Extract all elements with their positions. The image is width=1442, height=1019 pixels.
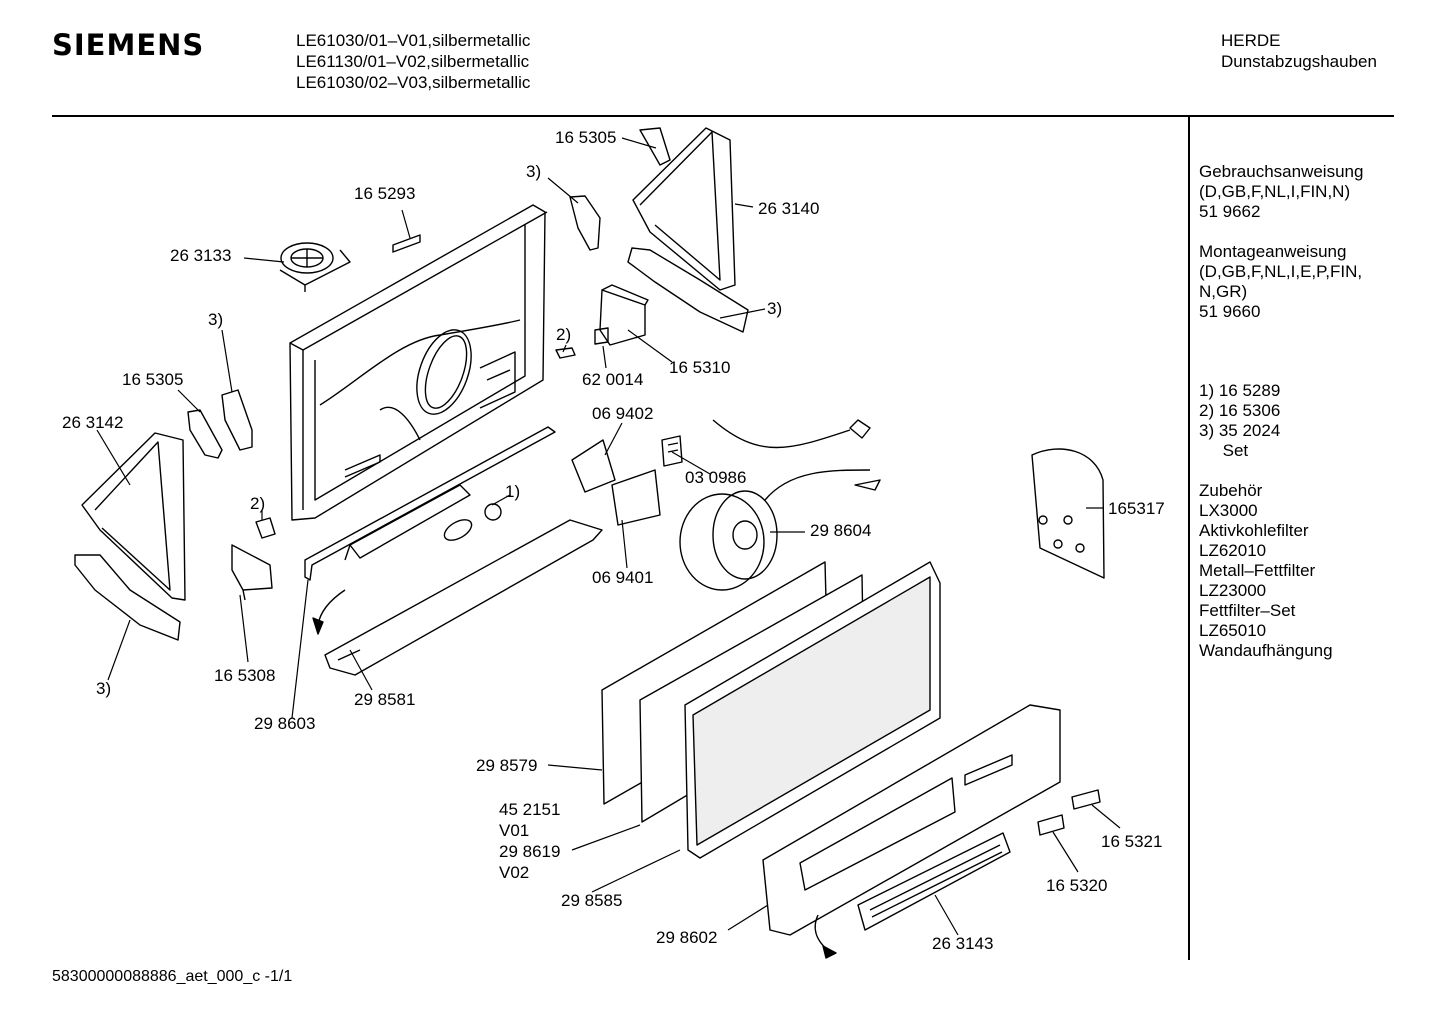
model-line: LE61030/02–V03,silbermetallic	[296, 73, 531, 92]
install-line: 51 9660	[1199, 302, 1261, 321]
install-line: (D,GB,F,NL,I,E,P,FIN,	[1199, 262, 1363, 281]
switch-165320	[1037, 814, 1065, 836]
document-footer: 58300000088886_aet_000_c -1/1	[52, 968, 293, 985]
install-block: Montageanweisung (D,GB,F,NL,I,E,P,FIN, N…	[1199, 242, 1362, 322]
category-line: HERDE	[1221, 31, 1281, 50]
front-trim	[762, 704, 1061, 936]
lamp-rail	[304, 426, 556, 581]
bracket-165308	[231, 544, 273, 601]
part-label: 29 8579	[476, 756, 538, 775]
manual-block: Gebrauchsanweisung (D,GB,F,NL,I,FIN,N) 5…	[1199, 162, 1363, 222]
side-panel-left	[74, 432, 186, 641]
accessory-line: LX3000	[1199, 501, 1258, 520]
note-line: 1) 16 5289	[1199, 381, 1281, 400]
housing-069401	[611, 469, 661, 526]
note-line: 2) 16 5306	[1199, 401, 1281, 420]
part-label: 29 8619	[499, 842, 561, 861]
filter-stack	[601, 561, 941, 859]
blower-fan	[679, 469, 881, 591]
switch-165321	[1071, 789, 1101, 810]
accessory-line: LZ65010	[1199, 621, 1267, 640]
part-label: 29 8604	[810, 521, 872, 540]
part-label: 06 9402	[592, 404, 654, 423]
part-label: 16 5308	[214, 666, 276, 685]
part-label: 16 5293	[354, 184, 416, 203]
part-label: 1)	[505, 482, 521, 501]
light-bulb	[443, 503, 502, 541]
category-block: HERDE Dunstabzugshauben	[1221, 30, 1377, 72]
model-line: LE61030/01–V01,silbermetallic	[296, 31, 531, 50]
siemens-logo: SIEMENS	[52, 28, 205, 62]
arrow-head-left	[312, 617, 324, 635]
swing-arrow-left	[317, 589, 346, 626]
model-list: LE61030/01–V01,silbermetallic LE61130/01…	[296, 30, 530, 93]
manual-line: (D,GB,F,NL,I,FIN,N)	[1199, 182, 1351, 201]
cover-069402	[571, 439, 616, 493]
part-label: 26 3142	[62, 413, 124, 432]
parts-bag	[1031, 448, 1105, 579]
install-line: Montageanweisung	[1199, 242, 1347, 261]
accessory-line: Fettfilter–Set	[1199, 601, 1296, 620]
part-label: 16 5305	[122, 370, 184, 389]
part-label: 16 5321	[1101, 832, 1163, 851]
part-label: 03 0986	[685, 468, 747, 487]
header-divider	[52, 115, 1394, 117]
arrow-head-right	[822, 945, 837, 959]
part-label: 16 5310	[669, 358, 731, 377]
part-label: 45 2151	[499, 800, 561, 819]
part-label: 2)	[556, 325, 572, 344]
note-line: Set	[1199, 441, 1249, 460]
manual-line: 51 9662	[1199, 202, 1261, 221]
accessories-block: Zubehör LX3000 Aktivkohlefilter LZ62010 …	[1199, 481, 1333, 661]
part-label: V01	[499, 821, 530, 840]
note-line: 3) 35 2024	[1199, 421, 1281, 440]
clip-mid	[555, 347, 576, 359]
part-label: 29 8603	[254, 714, 316, 733]
part-label: V02	[499, 863, 530, 882]
part-label: 26 3140	[758, 199, 820, 218]
label-plate	[392, 234, 421, 253]
part-label: 29 8581	[354, 690, 416, 709]
part-label: 29 8602	[656, 928, 718, 947]
part-label: 3)	[96, 679, 112, 698]
side-panel-right	[627, 127, 749, 333]
leader-lines	[96, 137, 1121, 936]
bottom-plate	[324, 519, 603, 676]
hood-body	[289, 204, 548, 521]
part-label: 3)	[208, 310, 224, 329]
fan-motor-top	[279, 242, 351, 292]
category-line: Dunstabzugshauben	[1221, 52, 1377, 71]
part-label: 3)	[526, 162, 542, 181]
bracket-165310	[594, 284, 649, 346]
clip-left	[187, 409, 223, 459]
sidebar-divider	[1188, 115, 1190, 960]
part-label: 165317	[1108, 499, 1165, 518]
accessory-line: Aktivkohlefilter	[1199, 521, 1309, 540]
power-cable	[712, 419, 871, 449]
trim-piece	[569, 195, 601, 251]
part-label: 29 8585	[561, 891, 623, 910]
manual-line: Gebrauchsanweisung	[1199, 162, 1364, 181]
part-label: 16 5320	[1046, 876, 1108, 895]
part-label: 06 9401	[592, 568, 654, 587]
accessory-line: Zubehör	[1199, 481, 1263, 500]
clip-left-small	[255, 517, 276, 539]
trim-left	[221, 389, 253, 451]
accessory-line: Wandaufhängung	[1199, 641, 1333, 660]
part-label: 26 3143	[932, 934, 994, 953]
accessory-line: Metall–Fettfilter	[1199, 561, 1316, 580]
install-line: N,GR)	[1199, 282, 1248, 301]
part-label: 3)	[767, 299, 783, 318]
part-label: 62 0014	[582, 370, 644, 389]
accessory-line: LZ23000	[1199, 581, 1267, 600]
part-label: 16 5305	[555, 128, 617, 147]
part-label: 26 3133	[170, 246, 232, 265]
terminal-block	[661, 435, 683, 467]
model-line: LE61130/01–V02,silbermetallic	[296, 52, 530, 71]
notes-block: 1) 16 5289 2) 16 5306 3) 35 2024 Set	[1199, 381, 1280, 461]
part-label: 2)	[250, 494, 266, 513]
accessory-line: LZ62010	[1199, 541, 1267, 560]
grille-263143	[857, 832, 1011, 931]
